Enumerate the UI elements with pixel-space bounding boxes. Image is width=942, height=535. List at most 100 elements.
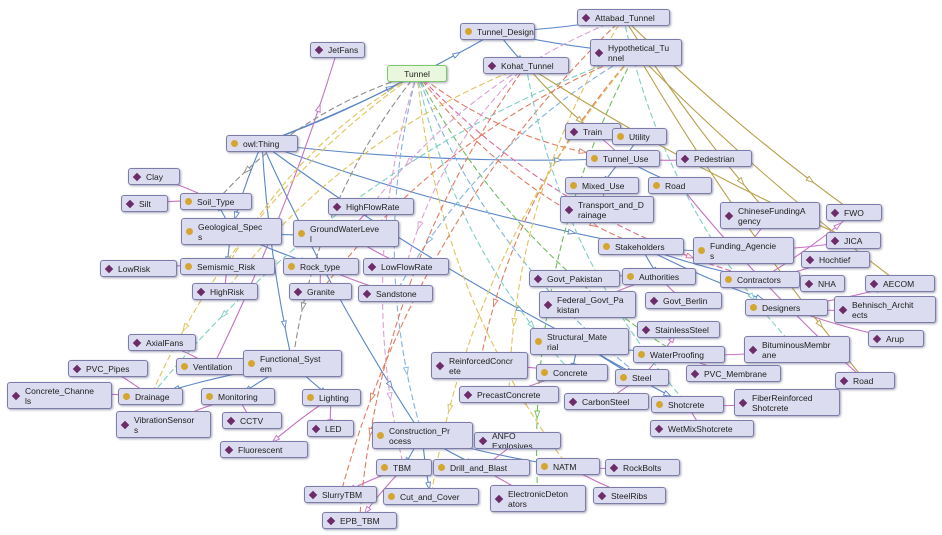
node-sandstone[interactable]: Sandstone xyxy=(358,285,433,302)
node-steel[interactable]: Steel xyxy=(615,369,669,386)
node-lowrisk[interactable]: LowRisk xyxy=(100,260,177,277)
node-vibration-sensors[interactable]: VibrationSensor s xyxy=(116,411,211,438)
node-attabad-tunnel[interactable]: Attabad_Tunnel xyxy=(577,9,670,26)
node-bituminous-membrane[interactable]: BituminousMembr ane xyxy=(744,336,850,363)
node-clay[interactable]: Clay xyxy=(128,168,180,185)
node-federal-govt-pakistan[interactable]: Federal_Govt_Pa kistan xyxy=(539,291,636,318)
edge-arrowhead xyxy=(182,322,190,333)
node-rock-type[interactable]: Rock_type xyxy=(283,258,359,275)
node-stainlesssteel[interactable]: StainlessSteel xyxy=(637,321,720,338)
node-cctv[interactable]: CCTV xyxy=(222,412,282,429)
node-waterproofing[interactable]: WaterProofing xyxy=(633,346,725,363)
node-jica[interactable]: JICA xyxy=(826,232,881,249)
node-label: GroundWaterLeve l xyxy=(310,223,380,244)
class-circle-icon xyxy=(725,276,732,283)
node-wetmix-shotcrete[interactable]: WetMixShotcrete xyxy=(650,420,754,437)
node-tunnel-use[interactable]: Tunnel_Use xyxy=(586,150,660,167)
node-monitoring[interactable]: Monitoring xyxy=(201,388,275,405)
node-semismic-risk[interactable]: Semismic_Risk xyxy=(180,258,275,275)
individual-diamond-icon xyxy=(680,154,690,163)
node-behnisch-architects[interactable]: Behnisch_Archit ects xyxy=(834,296,936,323)
node-lighting[interactable]: Lighting xyxy=(302,389,361,406)
node-lowflowrate[interactable]: LowFlowRate xyxy=(363,258,449,275)
node-tunnel[interactable]: Tunnel xyxy=(387,65,447,82)
node-fluorescent[interactable]: Fluorescent xyxy=(220,441,308,458)
node-authorities[interactable]: Authorities xyxy=(622,268,696,285)
node-highflowrate[interactable]: HighFlowRate xyxy=(328,198,414,215)
individual-diamond-icon xyxy=(362,289,372,298)
node-natm[interactable]: NATM xyxy=(536,458,600,475)
class-circle-icon xyxy=(541,463,548,470)
node-jetfans[interactable]: JetFans xyxy=(310,42,365,58)
node-granite[interactable]: Granite xyxy=(289,283,352,300)
node-drainage[interactable]: Drainage xyxy=(118,388,183,405)
node-shotcrete[interactable]: Shotcrete xyxy=(651,396,724,413)
edge-tunnel-to-soil_type xyxy=(215,72,418,202)
node-construction-process[interactable]: Construction_Pr ocess xyxy=(372,422,473,449)
node-nha[interactable]: NHA xyxy=(800,275,845,292)
node-hochtief[interactable]: Hochtief xyxy=(801,251,870,268)
node-ventilation[interactable]: Ventilation xyxy=(176,358,250,375)
node-label: AxialFans xyxy=(146,337,184,348)
node-label: Pedestrian xyxy=(694,153,735,164)
node-concrete[interactable]: Concrete xyxy=(536,364,608,381)
node-anfo-explosives[interactable]: ANFO Explosives xyxy=(474,432,561,449)
edge-arrowhead xyxy=(747,292,756,302)
node-slurrytbm[interactable]: SlurryTBM xyxy=(304,486,377,503)
node-road-individual[interactable]: Road xyxy=(835,372,895,389)
individual-diamond-icon xyxy=(367,262,377,271)
node-structural-material[interactable]: Structural_Mate rial xyxy=(530,328,629,355)
node-functional-system[interactable]: Functional_Syst em xyxy=(243,350,342,377)
node-axialfans[interactable]: AxialFans xyxy=(128,334,196,351)
node-arup[interactable]: Arup xyxy=(868,330,924,347)
node-contractors[interactable]: Contractors xyxy=(720,271,800,288)
node-epb-tbm[interactable]: EPB_TBM xyxy=(322,512,397,529)
node-funding-agencies[interactable]: Funding_Agencie s xyxy=(693,237,794,264)
node-aecom[interactable]: AECOM xyxy=(865,275,935,292)
node-train[interactable]: Train xyxy=(565,123,621,140)
node-precastconcrete[interactable]: PrecastConcrete xyxy=(459,386,559,403)
node-utility[interactable]: Utility xyxy=(612,128,667,145)
node-carbonsteel[interactable]: CarbonSteel xyxy=(564,393,649,410)
node-label: Rock_type xyxy=(300,261,341,272)
node-rockbolts[interactable]: RockBolts xyxy=(605,459,680,476)
node-fiberreinforced-shotcrete[interactable]: FiberReinforced Shotcrete xyxy=(734,389,840,416)
node-groundwater-level[interactable]: GroundWaterLeve l xyxy=(293,220,399,247)
node-govt-pakistan[interactable]: Govt_Pakistan xyxy=(529,270,620,287)
node-cut-and-cover[interactable]: Cut_and_Cover xyxy=(383,488,479,505)
node-label: ANFO Explosives xyxy=(492,432,533,449)
node-tunnel-design[interactable]: Tunnel_Design xyxy=(460,23,535,40)
node-pvc-pipes[interactable]: PVC_Pipes xyxy=(68,360,148,377)
node-concrete-channels[interactable]: Concrete_Channe ls xyxy=(7,382,112,409)
node-silt[interactable]: Silt xyxy=(121,195,168,212)
edge-arrowhead xyxy=(219,309,229,319)
node-road-use[interactable]: Road xyxy=(648,177,712,194)
individual-diamond-icon xyxy=(869,279,879,288)
node-govt-berlin[interactable]: Govt_Berlin xyxy=(645,292,722,309)
node-owl-thing[interactable]: owl:Thing xyxy=(226,135,298,152)
node-pvc-membrane[interactable]: PVC_Membrane xyxy=(686,365,781,382)
node-drill-and-blast[interactable]: Drill_and_Blast xyxy=(433,459,530,476)
node-label: Shotcrete xyxy=(668,399,705,410)
node-stakeholders[interactable]: Stakeholders xyxy=(598,238,684,255)
node-led[interactable]: LED xyxy=(307,420,354,437)
node-tbm[interactable]: TBM xyxy=(376,459,432,476)
node-hypothetical-tunnel[interactable]: Hypothetical_Tu nnel xyxy=(590,39,682,66)
edge-arrowhead xyxy=(425,481,432,491)
node-designers[interactable]: Designers xyxy=(745,299,828,316)
node-steelribs[interactable]: SteelRibs xyxy=(593,487,666,504)
node-mixed-use[interactable]: Mixed_Use xyxy=(565,177,639,194)
node-soil-type[interactable]: Soil_Type xyxy=(180,193,252,210)
node-chinese-funding-agency[interactable]: ChineseFundingA gency xyxy=(720,202,820,229)
node-geological-specs[interactable]: Geological_Spec s xyxy=(181,218,282,245)
node-reinforced-concrete[interactable]: ReinforcedConcr ete xyxy=(431,352,528,379)
node-electronic-detonators[interactable]: ElectronicDeton ators xyxy=(490,485,586,512)
node-kohat-tunnel[interactable]: Kohat_Tunnel xyxy=(483,57,569,74)
node-highrisk[interactable]: HighRisk xyxy=(192,283,258,300)
node-transport-drainage[interactable]: Transport_and_D rainage xyxy=(560,196,654,223)
node-label: AECOM xyxy=(883,278,915,289)
node-pedestrian[interactable]: Pedestrian xyxy=(676,150,752,167)
node-fwo[interactable]: FWO xyxy=(826,204,882,221)
node-label: HighFlowRate xyxy=(346,201,400,212)
individual-diamond-icon xyxy=(494,494,504,503)
